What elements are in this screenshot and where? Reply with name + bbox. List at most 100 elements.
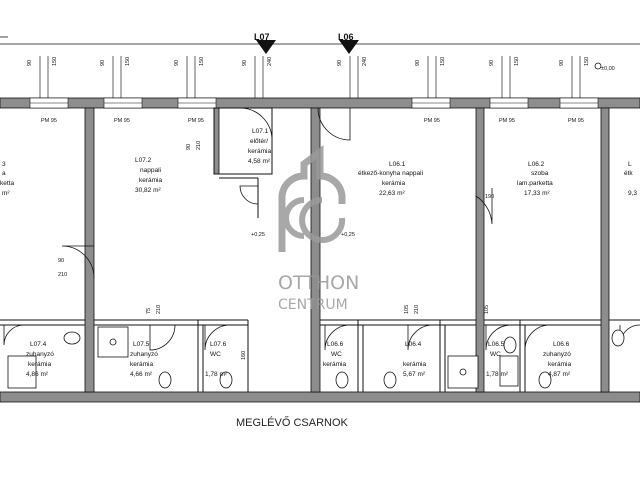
top-dimension-lines [0, 36, 640, 45]
svg-text:150: 150 [199, 57, 205, 66]
room-labels: L07.2 nappali kerámia 30,82 m² L07.1 elő… [26, 128, 572, 378]
svg-text:zuhanyzó: zuhanyzó [543, 351, 571, 358]
svg-text:előtér/: előtér/ [250, 138, 268, 145]
svg-text:WC: WC [331, 351, 342, 358]
watermark-line2: CENTRUM [278, 297, 348, 313]
svg-text:240: 240 [362, 57, 368, 66]
svg-text:4,87 m²: 4,87 m² [548, 371, 571, 378]
svg-text:étkező-konyha nappali: étkező-konyha nappali [358, 170, 423, 177]
svg-text:105: 105 [404, 305, 410, 314]
svg-text:PM 95: PM 95 [188, 118, 204, 124]
unit-marker-l06: L06 [338, 32, 359, 54]
svg-text:L06.6: L06.6 [553, 341, 570, 348]
otthon-centrum-watermark: OTTHON CENTRUM [278, 145, 359, 313]
svg-text:90: 90 [174, 60, 180, 66]
level-mark-top: ±0,00 [594, 62, 615, 72]
svg-text:4,58 m²: 4,58 m² [248, 158, 271, 165]
svg-text:kerámia: kerámia [548, 361, 572, 368]
svg-text:szoba: szoba [531, 170, 549, 177]
unit-marker-l07: L07 [254, 32, 276, 54]
svg-text:kerámia: kerámia [248, 148, 272, 155]
svg-text:WC: WC [490, 351, 501, 358]
svg-text:22,63 m²: 22,63 m² [379, 190, 405, 197]
svg-text:75: 75 [146, 308, 152, 314]
svg-text:150: 150 [584, 57, 590, 66]
svg-text:L06.4: L06.4 [405, 341, 422, 348]
svg-text:L06.1: L06.1 [389, 161, 406, 168]
svg-text:160: 160 [241, 351, 247, 360]
svg-text:L07.6: L07.6 [210, 341, 227, 348]
dimension-labels: 90 210 75 210 90 210 160 190 105 210 105 [58, 141, 494, 360]
window-ticks [39, 56, 581, 98]
svg-text:150: 150 [440, 57, 446, 66]
svg-text:kerámia: kerámia [28, 361, 52, 368]
svg-text:5,67 m²: 5,67 m² [403, 371, 426, 378]
level-marks: +0,25 +0,25 [251, 232, 355, 238]
svg-text:ketta: ketta [0, 180, 14, 187]
unit-marker-l06-label: L06 [338, 32, 354, 42]
svg-text:L07.4: L07.4 [30, 341, 47, 348]
partition-walls [84, 107, 610, 393]
svg-text:90: 90 [58, 258, 64, 264]
svg-text:WC: WC [210, 351, 221, 358]
svg-text:105: 105 [484, 305, 490, 314]
svg-text:90: 90 [27, 60, 33, 66]
svg-text:4,86 m²: 4,86 m² [26, 371, 49, 378]
svg-text:L06.6: L06.6 [327, 341, 344, 348]
svg-text:PM 95: PM 95 [424, 118, 440, 124]
svg-text:nappali: nappali [140, 167, 161, 174]
partial-labels-right: L étk 9,3 [624, 161, 637, 197]
svg-text:3: 3 [2, 161, 6, 168]
unit-marker-l07-label: L07 [254, 32, 270, 42]
svg-text:L06.5: L06.5 [488, 341, 505, 348]
svg-text:210: 210 [414, 305, 420, 314]
windows-top [29, 97, 599, 109]
tick-dims: 90 150 90 150 90 150 90 240 90 240 90 15… [27, 57, 590, 66]
svg-text:kerámia: kerámia [403, 361, 427, 368]
svg-text:PM 95: PM 95 [499, 118, 515, 124]
svg-text:240: 240 [267, 57, 273, 66]
svg-text:90: 90 [337, 60, 343, 66]
svg-text:90: 90 [489, 60, 495, 66]
svg-text:L06.2: L06.2 [528, 161, 545, 168]
hall-label: MEGLÉVŐ CSARNOK [236, 415, 349, 429]
svg-text:PM 95: PM 95 [568, 118, 584, 124]
sanitary-fixtures [7, 326, 625, 389]
interior-walls [0, 107, 640, 392]
svg-text:190: 190 [485, 194, 494, 200]
svg-text:150: 150 [514, 57, 520, 66]
partial-labels-left: 3 a ketta m² [0, 161, 14, 197]
svg-text:210: 210 [58, 272, 67, 278]
svg-text:kerámia: kerámia [382, 180, 406, 187]
svg-text:lam.parketta: lam.parketta [517, 180, 553, 187]
svg-text:kerámia: kerámia [130, 361, 154, 368]
svg-text:150: 150 [52, 57, 58, 66]
svg-text:1,78 m²: 1,78 m² [205, 371, 228, 378]
svg-text:+0,25: +0,25 [341, 232, 355, 238]
svg-text:PM 95: PM 95 [41, 118, 57, 124]
svg-text:90: 90 [100, 60, 106, 66]
svg-text:PM 95: PM 95 [114, 118, 130, 124]
svg-text:210: 210 [196, 141, 202, 150]
svg-text:L07.5: L07.5 [133, 341, 150, 348]
svg-text:90: 90 [186, 144, 192, 150]
svg-text:90: 90 [242, 60, 248, 66]
svg-text:zuhanyzó: zuhanyzó [130, 351, 158, 358]
watermark-line1: OTTHON [278, 272, 359, 294]
svg-text:m²: m² [2, 190, 10, 197]
svg-text:4,66 m²: 4,66 m² [130, 371, 153, 378]
svg-text:90: 90 [415, 60, 421, 66]
svg-text:210: 210 [156, 305, 162, 314]
window-tags: PM 95 PM 95 PM 95 PM 95 PM 95 PM 95 [41, 118, 584, 124]
svg-text:9,3: 9,3 [628, 190, 637, 197]
exterior-wall-bottom [0, 391, 640, 403]
svg-text:a: a [2, 170, 6, 177]
room-l07-2-code: L07.2 [135, 157, 152, 164]
svg-text:kerámia: kerámia [139, 177, 163, 184]
svg-text:kerámia: kerámia [323, 361, 347, 368]
svg-text:17,33 m²: 17,33 m² [524, 190, 550, 197]
doors [3, 107, 640, 351]
svg-text:30,82 m²: 30,82 m² [135, 187, 161, 194]
svg-text:L: L [628, 161, 632, 168]
